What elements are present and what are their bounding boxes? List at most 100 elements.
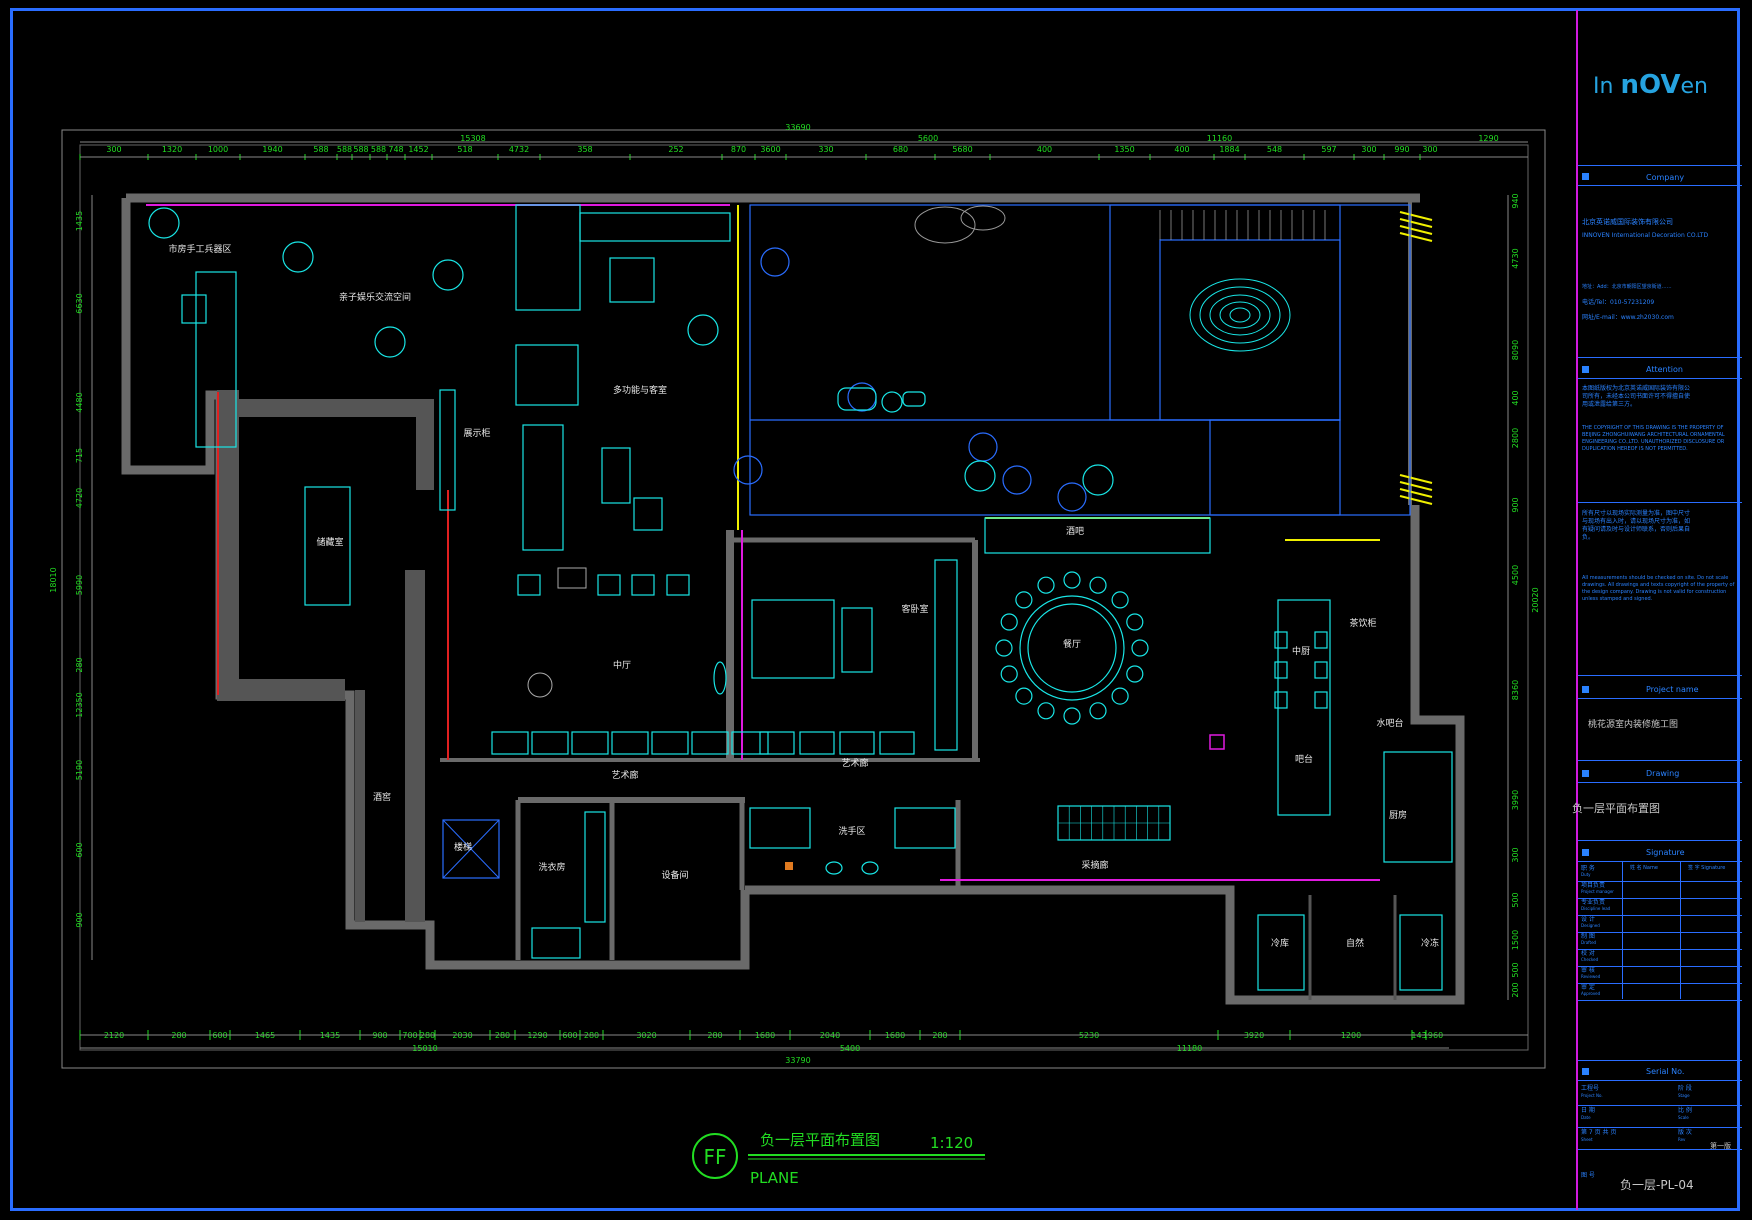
- dim-left-segment: 5990: [75, 575, 84, 595]
- sign-row-divider: [1578, 915, 1742, 916]
- dim-right-segment: 8360: [1511, 680, 1520, 700]
- section-marker-icon: [1582, 1068, 1589, 1075]
- dim-top-segment: 300: [1422, 145, 1437, 154]
- dim-right-segment: 500: [1511, 892, 1520, 907]
- serial-row-divider: [1578, 1127, 1742, 1128]
- dining-chair: [1037, 576, 1055, 594]
- wardrobe: [934, 559, 958, 751]
- room-label-stairs: 楼梯: [454, 841, 472, 853]
- sign-row-divider: [1578, 949, 1742, 950]
- room-label-hall: 中厅: [613, 659, 631, 671]
- company-name-cn: 北京英诺威国际装饰有限公司: [1582, 218, 1673, 226]
- serial-row-cn: 第 7 页 共 页: [1581, 1129, 1617, 1136]
- craft-counter: [195, 271, 237, 448]
- room-label-laundry: 洗衣房: [538, 861, 565, 873]
- dining-chair-small: [597, 574, 621, 596]
- gallery-bench: [611, 731, 649, 755]
- laundry-shelf: [584, 811, 606, 923]
- coffee-table: [609, 257, 655, 303]
- dim-top-segment: 588: [371, 145, 386, 154]
- project-heading: Project name: [1646, 685, 1699, 694]
- dim-top-segment: 252: [668, 145, 683, 154]
- dining-chair: [1089, 576, 1107, 594]
- vanity: [894, 807, 956, 849]
- bar-stool: [1314, 661, 1328, 679]
- round-dining-table: [1019, 595, 1125, 701]
- dim-top-segment: 597: [1321, 145, 1336, 154]
- room-label-bar: 吧台: [1295, 753, 1313, 765]
- sign-row-cn: 专业负责: [1581, 899, 1606, 906]
- drawing-scale: 1:120: [930, 1134, 973, 1152]
- stool: [881, 391, 903, 413]
- sign-col-name: 姓 名 Name: [1630, 865, 1658, 871]
- title-block-divider: [1578, 165, 1742, 166]
- storage-shelving-top: [228, 399, 434, 490]
- drawing-number: 负一层-PL-04: [1620, 1178, 1694, 1192]
- lounge-chair: [601, 447, 631, 504]
- room-label-winebar: 酒吧: [1066, 526, 1084, 537]
- dim-top-segment: 1940: [262, 145, 282, 154]
- bar-stool: [1314, 631, 1328, 649]
- attention-cn: 本图纸版权为北京英诺威国际装饰有限公司所有，未经本公司书面许可不得擅自使用或泄露…: [1582, 385, 1691, 408]
- dining-chair: [1000, 665, 1018, 683]
- gallery-bench: [531, 731, 569, 755]
- kitchen-counter: [1383, 751, 1453, 863]
- courtyard-outline: [749, 204, 1411, 516]
- storage-table: [304, 486, 351, 606]
- sign-col-divider: [1680, 861, 1681, 999]
- sign-row-cn: 审 定: [1581, 984, 1595, 991]
- long-sofa: [522, 424, 564, 551]
- dim-top-group-label: 15308: [460, 134, 485, 143]
- dim-bottom-group-label: 5400: [840, 1044, 860, 1053]
- display-shelf: [439, 389, 456, 511]
- room-label-equipment: 设备间: [661, 869, 688, 881]
- vanity: [749, 807, 811, 849]
- sign-row-en: Discipline lead: [1581, 906, 1611, 911]
- side-chair: [633, 497, 663, 531]
- dining-chair: [1015, 591, 1033, 609]
- courtyard-stair-area: [1159, 239, 1341, 421]
- sign-row-en: Reviewed: [1581, 974, 1601, 979]
- sign-row-divider: [1578, 966, 1742, 967]
- furniture: [148, 204, 1453, 991]
- dimension-frame-outer: [61, 129, 1546, 1069]
- dining-chair: [1089, 702, 1107, 720]
- glass-hatch: [1399, 218, 1433, 228]
- room-label-display: 展示柜: [463, 427, 490, 439]
- serial-row-en2: Rev: [1678, 1137, 1686, 1142]
- dim-left-segment: 4480: [75, 392, 84, 412]
- title-block-divider: [1578, 1080, 1742, 1081]
- drawing-subtitle: PLANE: [750, 1169, 799, 1187]
- room-labels: 市房手工兵器区亲子娱乐交流空间多功能与客室展示柜储藏室中厅客卧室艺术廊艺术廊酒窖…: [168, 243, 1439, 949]
- dim-top-segment: 4732: [509, 145, 529, 154]
- dim-right-segment: 4730: [1511, 248, 1520, 268]
- dining-chair: [995, 639, 1013, 657]
- dining-chair-small: [517, 574, 541, 596]
- glass-hatch: [1399, 474, 1433, 484]
- section-marker-icon: [1582, 173, 1589, 180]
- room-label-kitchen: 厨房: [1389, 809, 1407, 821]
- dining-chair: [1111, 591, 1129, 609]
- title-mark-circle: [692, 1133, 738, 1179]
- note-cn: 所有尺寸以现场实际测量为准，图中尺寸与现场有出入时，请以现场尺寸为准，如有疑问请…: [1582, 510, 1691, 541]
- gallery-bench: [731, 731, 769, 755]
- gallery-bench: [759, 731, 795, 755]
- dim-top-segment: 1320: [162, 145, 182, 154]
- dim-left-segment: 5190: [75, 760, 84, 780]
- armchair-block: [515, 344, 579, 406]
- dim-right-segment: 300: [1511, 847, 1520, 862]
- dim-right-segment: 1500: [1511, 930, 1520, 950]
- dim-left-total: 18010: [49, 567, 58, 592]
- bar-stool: [1274, 661, 1288, 679]
- room-label-cold: 冷库: [1271, 937, 1289, 949]
- freeze-room-box: [1399, 914, 1443, 991]
- gallery-bench: [839, 731, 875, 755]
- title-block-divider: [1578, 760, 1742, 761]
- storage-shelving: [217, 390, 345, 701]
- dining-chair: [1000, 613, 1018, 631]
- dim-left-segment: 1435: [75, 211, 84, 231]
- room-label-tabletop: 水吧台: [1376, 717, 1403, 729]
- serial-row-cn2: 阶 段: [1678, 1085, 1692, 1092]
- dining-chair-small: [631, 574, 655, 596]
